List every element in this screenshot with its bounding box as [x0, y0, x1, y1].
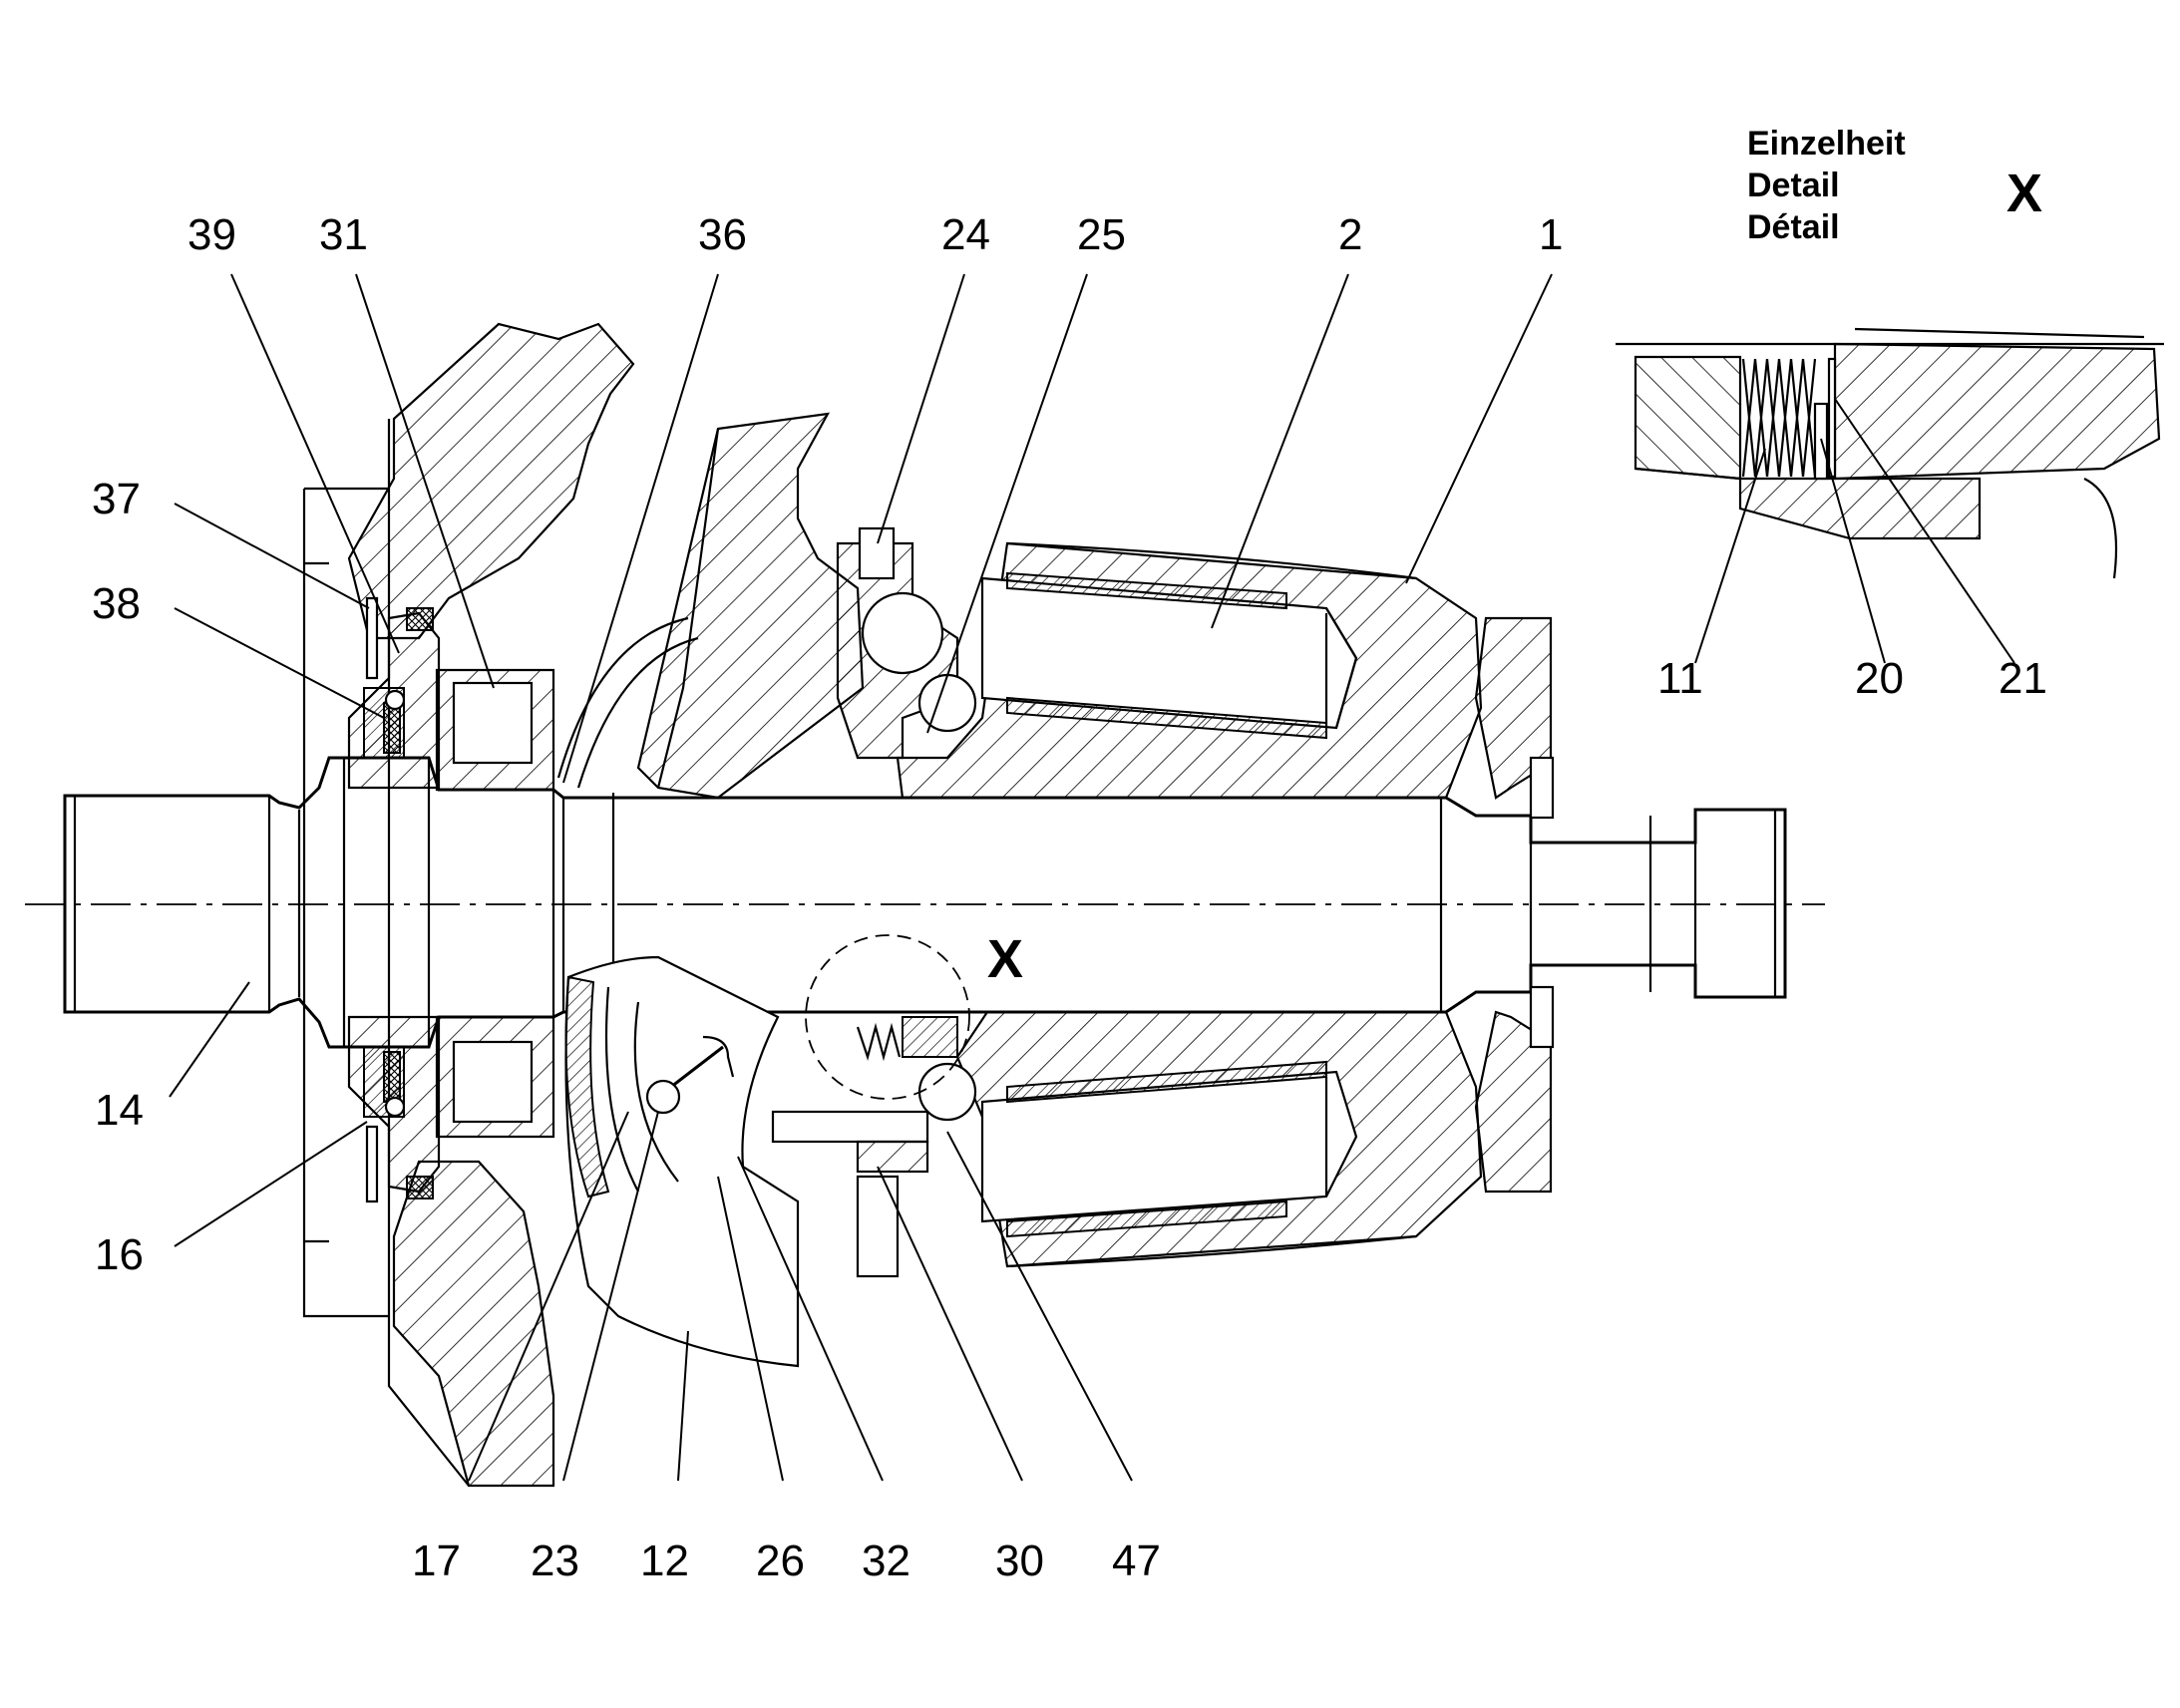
detail-hub: [1634, 355, 1742, 481]
drive-shaft: [63, 756, 1787, 1049]
label-38: 38: [92, 579, 141, 628]
piston-sleeve-lower: [1006, 1199, 1287, 1238]
label-30: 30: [995, 1537, 1044, 1585]
detail-marker-x: X: [987, 929, 1023, 989]
bolt-24: [858, 526, 896, 580]
label-24: 24: [941, 210, 990, 259]
detail-header-line1: Einzelheit: [1747, 125, 1906, 163]
label-26: 26: [756, 1537, 805, 1585]
detail-x-inset: [1616, 327, 2164, 579]
label-14: 14: [95, 1086, 144, 1135]
part-number-labels: 39 31 36 24 25 2 1 37 38 14 16 17 23 12 …: [92, 210, 2047, 1585]
swashplate-upper: [636, 412, 865, 800]
piston-ball-upper: [861, 591, 944, 675]
cradle-lower: [564, 955, 800, 1368]
flange-housing-lower: [392, 1160, 555, 1488]
label-25: 25: [1077, 210, 1126, 259]
leader-lines: [169, 273, 2015, 1482]
label-39: 39: [187, 210, 236, 259]
label-11: 11: [1657, 654, 1703, 703]
port-plate: [1474, 616, 1553, 800]
key-30: [771, 1110, 929, 1144]
label-12: 12: [640, 1537, 689, 1585]
detail-header: Einzelheit Detail Détail X: [1747, 125, 2042, 246]
seal-o-ring-upper: [406, 607, 434, 631]
label-36: 36: [698, 210, 747, 259]
label-21: 21: [1998, 654, 2047, 703]
detail-sleeve: [1738, 477, 1982, 540]
label-23: 23: [531, 1537, 579, 1585]
label-20: 20: [1855, 654, 1904, 703]
detail-block: [1833, 342, 2161, 481]
label-16: 16: [95, 1230, 144, 1279]
seal-o-ring-lower: [406, 1176, 434, 1199]
flange-housing-upper: [347, 322, 635, 640]
roller-upper: [452, 681, 534, 765]
roller-lower: [452, 1040, 534, 1124]
spring-pack: [856, 1022, 902, 1062]
circlip-lower: [365, 1125, 379, 1203]
detail-ring-21: [1827, 357, 1837, 479]
label-47: 47: [1112, 1537, 1161, 1585]
label-32: 32: [862, 1537, 910, 1585]
detail-header-line2: Detail: [1747, 167, 1840, 204]
label-1: 1: [1539, 210, 1563, 259]
label-37: 37: [92, 475, 141, 523]
label-31: 31: [319, 210, 368, 259]
detail-x-circle: [805, 934, 970, 1100]
label-2: 2: [1338, 210, 1362, 259]
piston-sleeve-upper: [1006, 571, 1287, 610]
circlip-upper: [365, 596, 379, 680]
label-17: 17: [412, 1537, 461, 1585]
detail-header-line3: Détail: [1747, 208, 1840, 246]
detail-header-letter: X: [2006, 164, 2042, 223]
cradle-bearing-shell: [564, 975, 610, 1198]
main-section-view: [25, 322, 1825, 1488]
